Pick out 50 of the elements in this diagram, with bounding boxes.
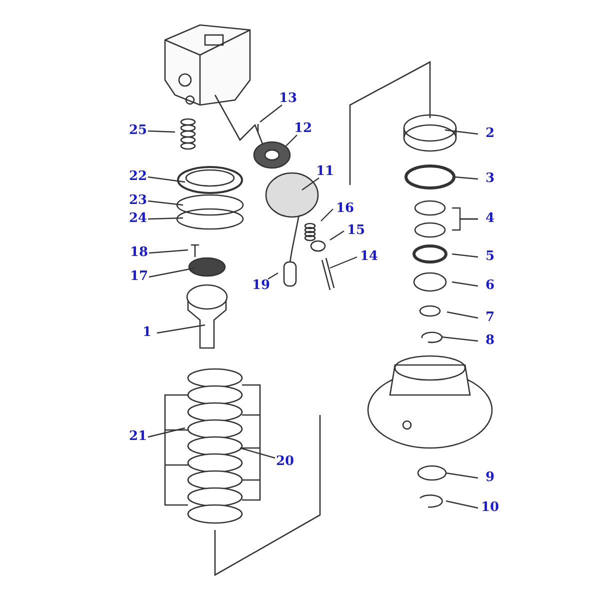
callout-number: 23 [129,193,148,208]
leader-line [330,256,358,269]
leader-line [442,336,478,342]
leader-line [330,230,344,240]
callout-number: 24 [129,211,148,226]
callout-number: 3 [486,171,495,186]
leader-line [148,176,186,183]
leader-line [446,500,478,509]
leader-line [268,272,278,280]
callout-number: 25 [129,123,148,138]
callout-number: 6 [486,278,495,293]
leader-line [452,253,478,258]
callout-number: 4 [486,211,495,226]
callout-number: 8 [486,333,495,348]
callout-number: 16 [336,201,354,216]
callout-number: 22 [129,169,148,184]
leader-line [148,249,188,254]
leader-line [148,217,184,220]
callout-number: 7 [486,310,495,325]
leader-line [444,129,478,135]
leader-line [446,311,478,319]
callout-number: 5 [486,249,495,264]
callout-number: 2 [486,126,495,141]
callout-number: 12 [294,121,312,136]
leader-line [320,208,334,222]
leader-line [286,134,298,146]
leader-line [446,472,478,479]
callout-number: 13 [279,91,298,106]
callout-number: 10 [481,500,500,515]
leader-line [260,104,282,122]
callout-number: 19 [252,278,270,293]
callout-number: 1 [142,325,152,340]
callout-number: 15 [347,223,366,238]
callout-number: 20 [276,454,294,469]
callout-number: 14 [360,249,378,264]
callout-number: 21 [129,429,148,444]
leader-line [148,267,196,278]
leader-line [454,176,478,180]
callout-number: 18 [130,245,148,260]
leader-line [148,427,186,438]
leader-line [452,218,478,231]
leader-line [240,447,276,459]
leader-line [452,281,478,287]
leader-line [148,130,176,133]
leader-line [302,178,320,190]
callout-number: 9 [486,470,495,485]
leader-line [156,324,206,334]
callout-number: 11 [316,164,334,179]
leader-line [148,200,184,206]
callout-number: 17 [130,269,148,284]
